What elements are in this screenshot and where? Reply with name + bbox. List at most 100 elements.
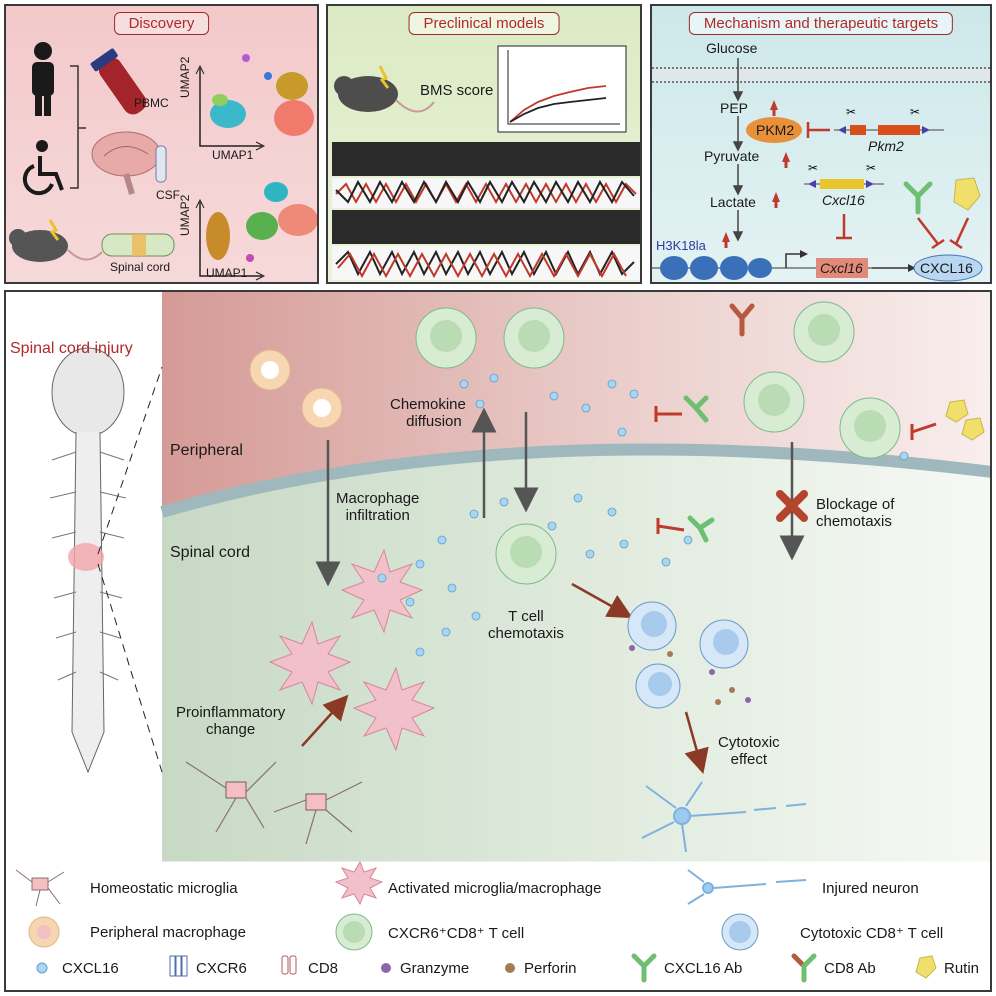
umap2-bottom-label: UMAP2 [178,194,192,236]
legend-granzyme: Granzyme [400,960,470,977]
mouse-icon [9,219,103,262]
region-peripheral-label: Peripheral [170,442,243,459]
lactate-label: Lactate [710,194,756,210]
wheelchair-icon [22,140,64,196]
umap2-top-label: UMAP2 [178,56,192,98]
discovery-title: Discovery [113,12,210,35]
pep-label: PEP [720,100,749,116]
person-icon [32,42,54,116]
bracket [70,65,86,189]
legend-injured-neuron-icon [687,869,807,905]
legend-perforin-icon [505,963,515,973]
legend-homeostatic-icon [15,869,65,907]
tcell-right-3 [839,397,901,459]
cxcl16-gene-box [816,258,868,278]
legend-cxcl16-icon [36,962,48,974]
rutin-icon [953,177,981,211]
tcell-top-2 [503,307,565,369]
svg-text:✂: ✂ [866,161,876,175]
brain-icon [91,131,161,195]
cxcl16-antibody-icon [903,181,933,215]
discovery-panel: Discovery [4,4,319,284]
legend-cxcl16-ab-icon [631,953,657,983]
cell-membrane [652,67,990,83]
pkm2-gene-construct: ✂✂ [834,105,944,135]
umap1-bottom-label: UMAP1 [206,266,248,280]
membrane-boundary [160,443,990,518]
legend-cxcr6-cd8: CXCR6⁺CD8⁺ T cell [388,925,525,942]
cd8-antibody [729,303,755,337]
cxcl16-gene-inhibition [836,214,852,240]
main-panel: Spinal cord injury Peripheral Spinal cor… [4,290,992,992]
svg-text:✂: ✂ [846,105,856,119]
cxcl16-gene-label: Cxcl16 [820,260,863,276]
mechanism-panel: Mechanism and therapeutic targets [650,4,992,284]
bms-chart [497,45,627,133]
increase-arrows [722,100,790,248]
spinal-cord-label: Spinal cord [110,260,171,274]
legend-cd8: CD8 [308,960,339,977]
gait-strip-1 [332,142,640,176]
legend-activated: Activated microglia/macrophage [388,880,602,897]
preclinical-panel: Preclinical models BMS score [326,4,642,284]
cxcl16-protein-label: CXCL16 [920,260,973,276]
pbmc-label: PBMC [134,96,169,110]
tcell-right-1 [793,301,855,363]
umap1-top-label: UMAP1 [212,148,254,162]
cxcl16-gene-top-label: Cxcl16 [822,192,865,208]
legend-cxcr6: CXCR6 [196,960,247,977]
discovery-graphics [9,42,317,281]
legend-cd8-ab: CD8 Ab [824,960,876,977]
legend-cd8-icon [281,955,297,975]
legend-activated-icon [334,860,384,906]
mechanism-title: Mechanism and therapeutic targets [688,12,954,35]
cxcl16-gene-construct: ✂✂ [804,161,884,189]
activated-microglia [268,548,436,752]
pbmc-tube-icon [90,48,147,115]
main-title: Spinal cord injury [10,340,133,357]
main-graphics [6,292,990,983]
umap-plot-top [195,54,314,151]
peripheral-macrophage-2 [301,387,343,429]
chromatin [652,256,772,280]
pkm2-inhibition [806,122,830,138]
glucose-label: Glucose [706,40,758,56]
gait-strip-2 [332,178,640,208]
cxcl16-protein [913,254,983,282]
tcell-middle [495,523,557,585]
gait-strip-4 [332,246,640,280]
umap-plot-bottom [195,182,317,281]
svg-text:✂: ✂ [808,161,818,175]
pkm2-protein-label: PKM2 [756,122,795,138]
homeostatic-microglia [185,761,363,845]
legend-cxcr6-cd8-icon [335,913,373,951]
legend-perforin: Perforin [524,960,577,977]
bms-score-label: BMS score [420,82,494,99]
h3k18la-label: H3K18la [656,238,706,253]
legend-cd8-ab-icon [791,953,817,983]
gait-strip-3 [332,210,640,244]
antibody-inhibition [917,217,945,250]
pkm2-protein [746,117,802,143]
legend-cxcl16-ab: CXCL16 Ab [664,960,743,977]
legend-peripheral-macrophage-icon [28,916,60,948]
cxcl16-dots [377,373,909,657]
preclinical-graphics [332,45,640,280]
pkm2-gene-label: Pkm2 [868,138,904,154]
csf-label: CSF [156,188,180,202]
legend-cytotoxic-cd8: Cytotoxic CD8⁺ T cell [800,925,944,942]
legend-granzyme-icon [381,963,391,973]
legend-homeostatic: Homeostatic microglia [90,880,238,897]
spinal-cord-icon [101,233,175,257]
preclinical-title: Preclinical models [408,12,560,35]
tcell-top-1 [415,307,477,369]
cxcl16-antibodies [683,395,715,543]
spinal-cord-illustration [49,347,127,774]
csf-tube-icon [155,145,167,183]
